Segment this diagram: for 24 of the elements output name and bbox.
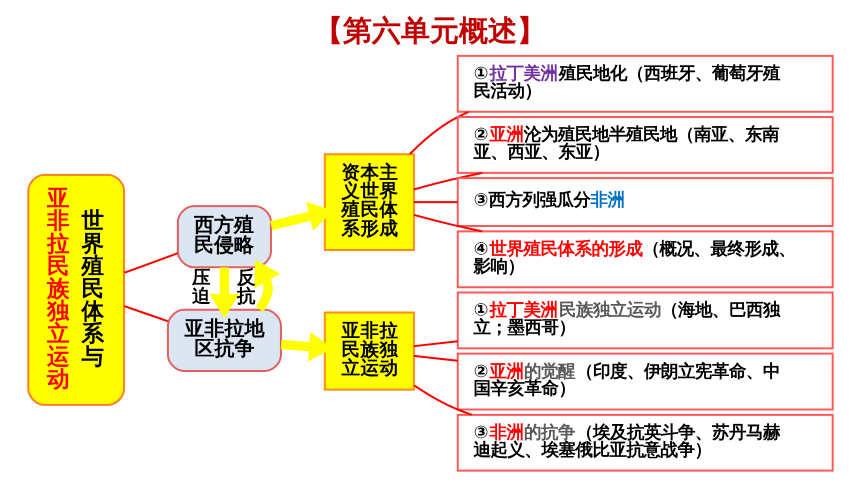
connector [413, 172, 482, 190]
connector [124, 252, 178, 274]
node-box: ①拉丁美洲殖民地化（西班牙、葡萄牙殖民活动） [456, 54, 834, 113]
connector [413, 354, 458, 362]
node-box: ④世界殖民体系的形成（概况、最终形成、影响） [456, 230, 834, 288]
connector [413, 340, 458, 348]
node-box: ③西方列强瓜分非洲 [456, 177, 834, 228]
connector [413, 201, 458, 204]
node-box: 西方殖民侵略 [176, 205, 272, 268]
node-box: ②亚洲沦为殖民地半殖民地（南亚、东南亚、西亚、东亚） [456, 116, 834, 174]
connector [124, 305, 168, 322]
node-box: ③非洲的抗争（埃及抗英斗争、苏丹马赫迪起义、埃塞俄比亚抗意战争） [456, 414, 834, 472]
node-box: 亚非拉民族独立运动 [323, 311, 414, 391]
node-box: ②亚洲的觉醒（印度、伊朗立宪革命、中国辛亥革命） [456, 352, 834, 411]
node-box: ①拉丁美洲民族独立运动（海地、巴西独立；墨西哥） [456, 292, 834, 350]
node-box: 亚非拉地区抗争 [166, 308, 282, 372]
connector [408, 111, 468, 155]
connector [413, 214, 482, 232]
edge-label: 压迫 [191, 267, 210, 308]
connector [413, 384, 472, 416]
diagram-title: 【第六单元概述】 [314, 14, 546, 48]
arrow [209, 267, 239, 318]
node-box: 资本主义世界殖民体系形成 [323, 153, 414, 251]
node-box: 亚非拉民族独立运动 世界殖民体系与 [26, 174, 125, 406]
